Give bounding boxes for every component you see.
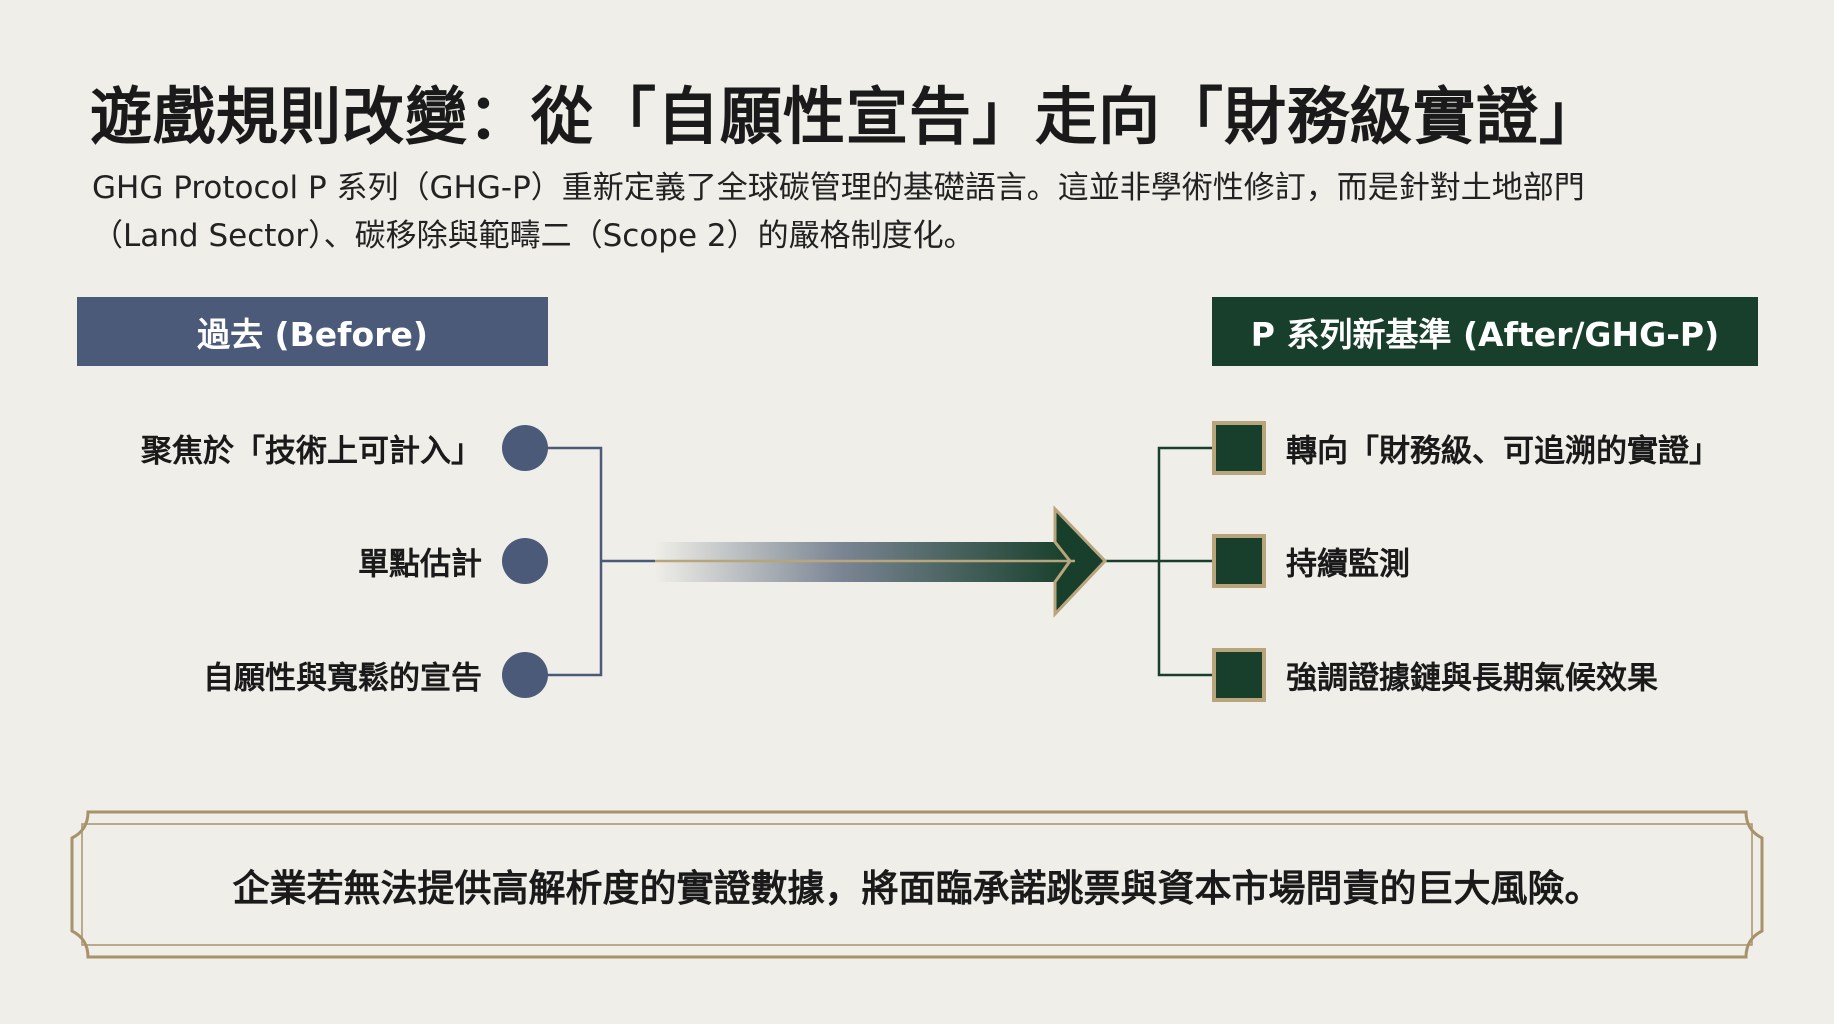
after-header: P 系列新基準 (After/GHG-P) [1212, 297, 1758, 366]
before-item: 自願性與寬鬆的宣告 [203, 660, 482, 697]
transition-arrow-icon [655, 505, 1108, 618]
after-connector [1105, 446, 1212, 677]
before-bullet-icon [502, 538, 548, 584]
before-item: 單點估計 [358, 546, 482, 583]
callout-text: 企業若無法提供高解析度的實證數據，將面臨承諾跳票與資本市場問責的巨大風險。 [232, 866, 1602, 910]
before-item: 聚焦於「技術上可計入」 [141, 433, 482, 470]
before-header: 過去 (Before) [77, 297, 548, 366]
after-item: 持續監測 [1286, 546, 1410, 583]
page-title: 遊戲規則改變：從「自願性宣告」走向「財務級實證」 [90, 80, 1603, 153]
after-item: 轉向「財務級、可追溯的實證」 [1286, 433, 1720, 470]
after-bullet-icon [1212, 534, 1266, 588]
before-connector [525, 446, 655, 677]
after-bullet-icon [1212, 421, 1266, 475]
after-bullet-icon [1212, 648, 1266, 702]
subtitle-line-2: （Land Sector）、碳移除與範疇二（Scope 2）的嚴格制度化。 [92, 218, 975, 254]
before-bullet-icon [502, 652, 548, 698]
callout-frame [70, 810, 1764, 959]
after-item: 強調證據鏈與長期氣候效果 [1286, 660, 1658, 697]
before-bullet-icon [502, 425, 548, 471]
subtitle-line-1: GHG Protocol P 系列（GHG-P）重新定義了全球碳管理的基礎語言。… [92, 170, 1585, 206]
